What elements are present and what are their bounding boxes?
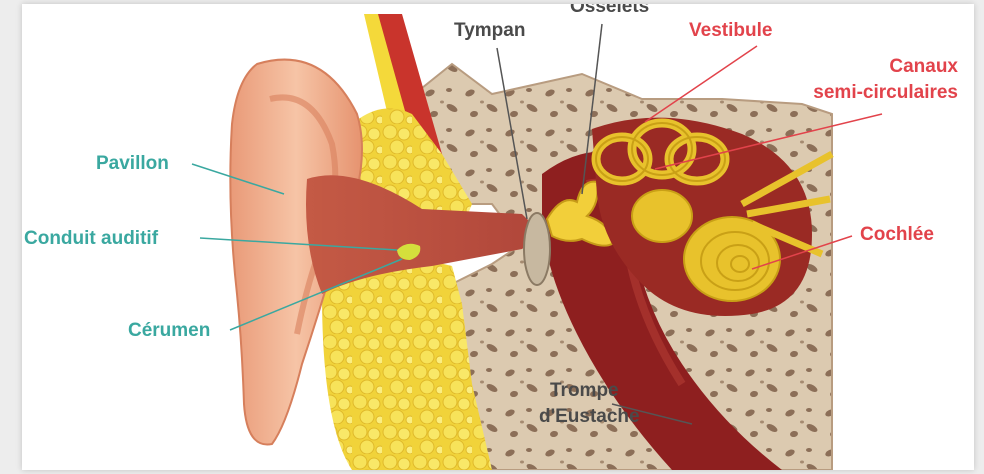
eardrum-shape <box>524 213 550 285</box>
label-tube-line1: Trompe <box>550 380 619 402</box>
label-canals-line2: semi-circulaires <box>800 82 958 104</box>
label-auricle: Pavillon <box>96 153 169 175</box>
label-vestibule: Vestibule <box>689 20 772 42</box>
label-earwax: Cérumen <box>128 320 210 342</box>
label-ossicles: Osselets <box>570 4 649 18</box>
label-cochlea: Cochlée <box>860 224 934 246</box>
label-eardrum: Tympan <box>454 20 525 42</box>
vestibule-shape <box>632 190 692 242</box>
label-canals-line1: Canaux <box>800 56 958 78</box>
diagram-card: Osselets Tympan Vestibule Canaux semi-ci… <box>22 4 974 470</box>
label-ear-canal: Conduit auditif <box>24 228 158 250</box>
label-tube-line2: d'Eustache <box>539 406 640 428</box>
